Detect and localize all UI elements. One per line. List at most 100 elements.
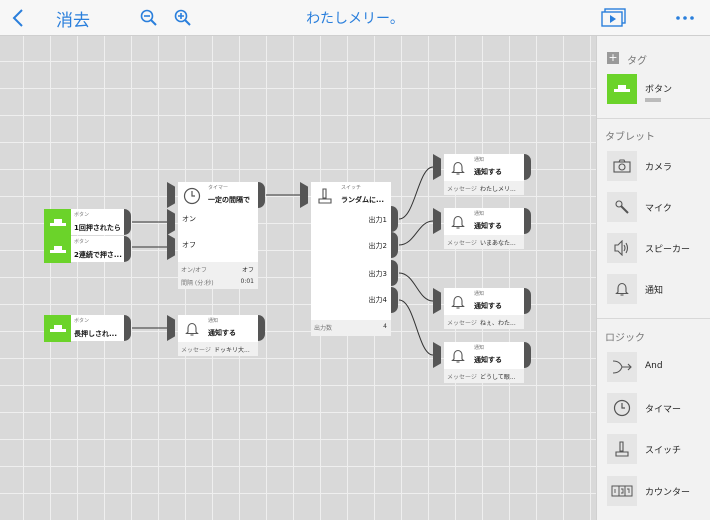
node-type-label: タイマー [208, 185, 229, 191]
zoom-out-icon [140, 9, 157, 26]
palette-item-speaker[interactable]: スピーカー [607, 233, 707, 265]
node-label: 長押しされ... [74, 330, 117, 338]
play-button[interactable] [598, 0, 630, 36]
palette-item-switch[interactable]: スイッチ [607, 434, 707, 466]
input-port[interactable] [433, 154, 441, 180]
palette-item-camera[interactable]: カメラ [607, 151, 707, 183]
delete-button[interactable]: 消去 [56, 10, 90, 31]
output-port[interactable] [524, 154, 531, 180]
message-field[interactable]: メッセージ いまあなた... [444, 235, 524, 249]
notification-node[interactable]: 通知 通知する メッセージ どうして眼... [444, 342, 524, 383]
palette-item-microphone[interactable]: マイク [607, 192, 707, 224]
section-title-tag: タグ [627, 56, 647, 67]
microphone-icon [607, 192, 637, 222]
palette-item-timer[interactable]: タイマー [607, 393, 707, 425]
button-tag-icon [44, 236, 71, 263]
switch-output-label-1: 出力1 [368, 216, 387, 224]
input-port[interactable] [167, 234, 175, 260]
zoom-out-button[interactable] [138, 0, 160, 36]
message-field[interactable]: メッセージ ねぇ、わた... [444, 315, 524, 329]
camera-icon [607, 151, 637, 181]
timer-on-input-label: オン [182, 215, 196, 223]
field-value: わたしメリ... [480, 186, 516, 193]
timer-interval-field[interactable]: 間隔 (分:秒) 0:01 [178, 275, 258, 289]
switch-count-field[interactable]: 出力数 4 [311, 320, 391, 336]
input-port[interactable] [300, 182, 308, 208]
button-node[interactable]: ボタン 長押しされ... [44, 315, 124, 342]
output-port[interactable] [524, 208, 531, 234]
timer-node[interactable]: タイマー 一定の間隔で オン オフ オン/オフ オフ 間隔 (分:秒) 0:01 [178, 182, 258, 289]
more-button[interactable] [672, 0, 698, 36]
node-label: 通知する [474, 168, 502, 176]
page-title: わたしメリー。 [306, 11, 404, 27]
palette-item-counter[interactable]: カウンター [607, 476, 707, 508]
node-type-label: スイッチ [341, 185, 362, 191]
input-port[interactable] [167, 182, 175, 208]
message-field[interactable]: メッセージ わたしメリ... [444, 181, 524, 195]
input-port[interactable] [433, 288, 441, 314]
palette-item-label: And [645, 361, 663, 371]
node-type-label: ボタン [74, 212, 90, 218]
node-type-label: 通知 [474, 211, 485, 217]
input-port[interactable] [433, 208, 441, 234]
back-button[interactable] [6, 0, 30, 36]
output-port[interactable] [124, 209, 131, 235]
palette-item-notification[interactable]: 通知 [607, 274, 707, 306]
output-port[interactable] [524, 342, 531, 368]
button-node[interactable]: ボタン 2連続で押さ... [44, 236, 124, 263]
canvas[interactable]: ボタン 1回押されたら ボタン 2連続で押さ... ボタン 長押しされ... タ… [0, 36, 596, 520]
speaker-icon [607, 233, 637, 263]
message-field[interactable]: メッセージ ドッキリ大... [178, 342, 258, 356]
field-value: 4 [383, 323, 387, 330]
field-value: どうして眼... [480, 374, 516, 381]
field-key: メッセージ [447, 374, 477, 381]
connection-wires [132, 166, 434, 356]
notification-node[interactable]: 通知 通知する メッセージ ねぇ、わた... [444, 288, 524, 329]
input-port[interactable] [167, 209, 175, 235]
button-node[interactable]: ボタン 1回押されたら [44, 209, 124, 236]
timer-onoff-field[interactable]: オン/オフ オフ [178, 262, 258, 276]
palette-item-button[interactable]: ボタン [607, 74, 707, 106]
divider [597, 118, 710, 119]
wire-out3-notify3 [398, 272, 434, 302]
field-value: いまあなた... [480, 240, 516, 247]
switch-lever-icon [311, 182, 338, 209]
play-icon [601, 8, 626, 27]
node-label: 1回押されたら [74, 224, 121, 232]
bell-icon [178, 315, 205, 342]
more-icon [676, 16, 694, 20]
section-title-tablet: タブレット [605, 132, 655, 143]
output-port[interactable] [258, 182, 265, 208]
input-port[interactable] [433, 342, 441, 368]
output-port[interactable] [391, 206, 398, 232]
output-port[interactable] [524, 288, 531, 314]
message-field[interactable]: メッセージ どうして眼... [444, 369, 524, 383]
bell-icon [444, 288, 471, 315]
zoom-in-button[interactable] [172, 0, 194, 36]
field-key: 間隔 (分:秒) [181, 280, 214, 287]
palette-item-label: タイマー [645, 405, 682, 415]
output-port[interactable] [258, 315, 265, 341]
switch-node[interactable]: スイッチ ランダムに... 出力1 出力2 出力3 出力4 出力数 4 [311, 182, 391, 336]
output-port[interactable] [124, 315, 131, 341]
input-port[interactable] [167, 315, 175, 341]
palette-item-and[interactable]: And [607, 352, 707, 384]
output-port[interactable] [391, 287, 398, 313]
add-tag-icon[interactable]: + [607, 51, 619, 64]
output-port[interactable] [124, 236, 131, 262]
and-merge-icon [607, 352, 637, 382]
divider [597, 318, 710, 319]
switch-output-label-2: 出力2 [368, 242, 387, 250]
node-type-label: 通知 [474, 345, 485, 351]
section-title-logic: ロジック [605, 333, 645, 344]
output-port[interactable] [391, 260, 398, 286]
tag-battery-icon [645, 98, 661, 102]
notification-node[interactable]: 通知 通知する メッセージ ドッキリ大... [178, 315, 258, 356]
output-port[interactable] [391, 232, 398, 258]
palette-item-label: ボタン [645, 85, 673, 95]
node-type-label: ボタン [74, 318, 90, 324]
notification-node[interactable]: 通知 通知する メッセージ いまあなた... [444, 208, 524, 249]
node-type-label: 通知 [208, 318, 219, 324]
notification-node[interactable]: 通知 通知する メッセージ わたしメリ... [444, 154, 524, 195]
node-label: 2連続で押さ... [74, 251, 122, 259]
